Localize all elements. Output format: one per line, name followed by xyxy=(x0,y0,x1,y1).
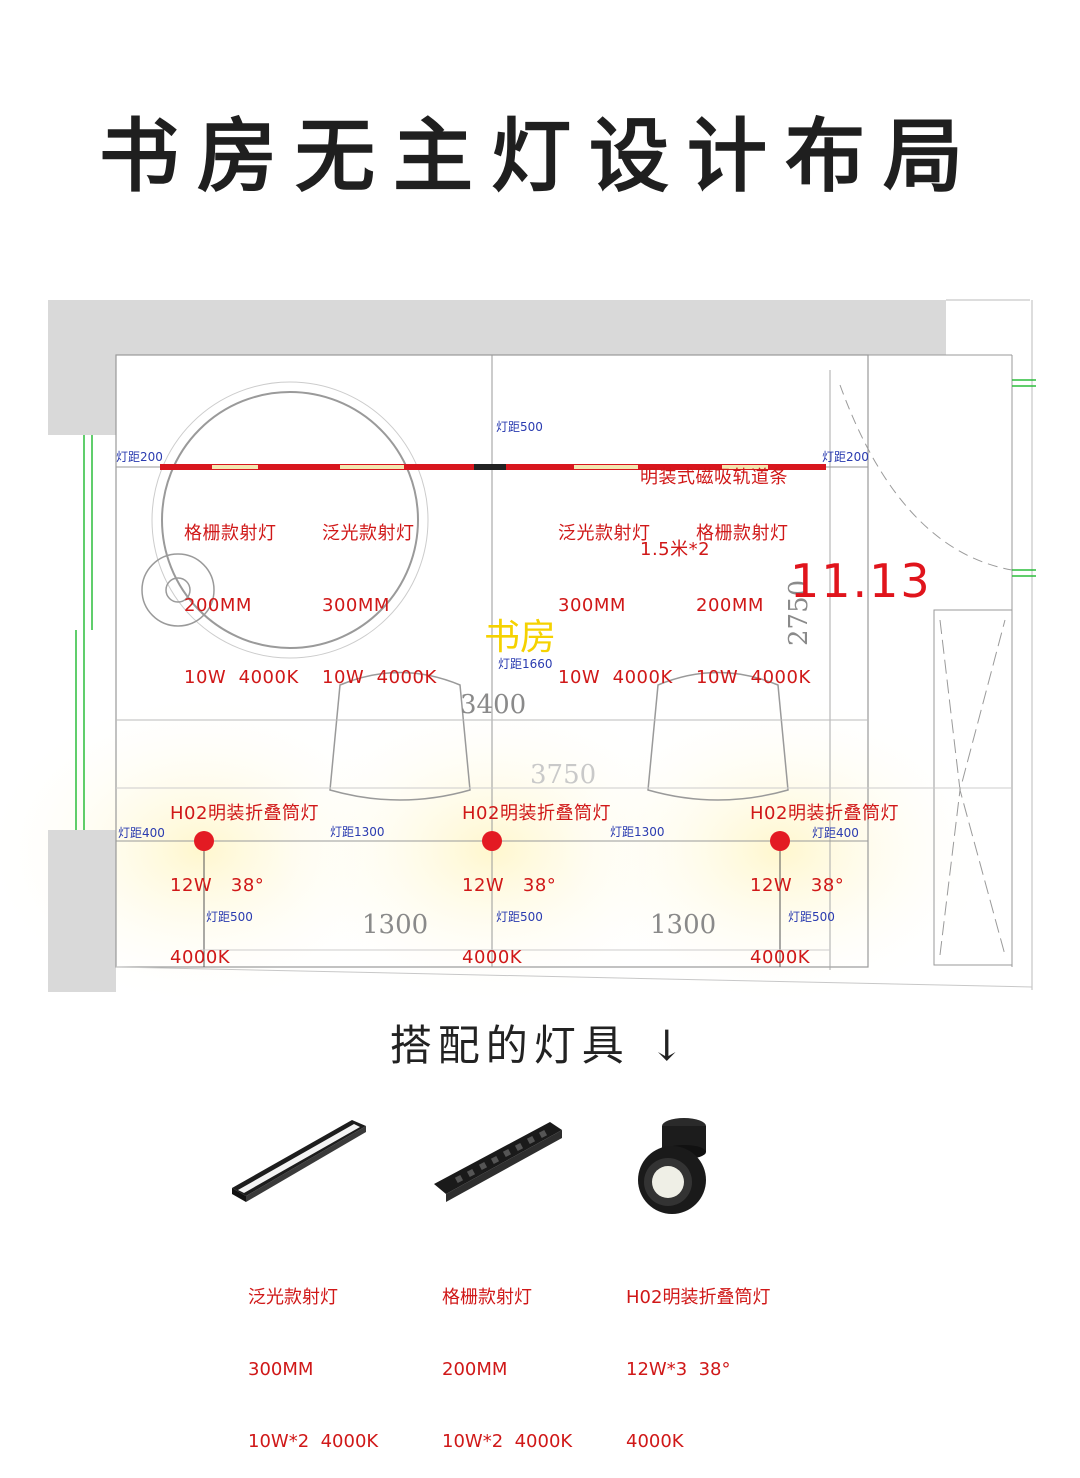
downlight-marker-1 xyxy=(194,831,214,851)
spot-label-line: 300MM xyxy=(558,595,626,616)
spot-label-3: 泛光款射灯 300MM 10W 4000K xyxy=(558,474,673,738)
downlight-label-1: H02明装折叠筒灯 12W 38° 4000K xyxy=(170,754,319,1018)
products-heading: 搭配的灯具 ↓ xyxy=(389,1021,691,1070)
dim-label-bot500b: 灯距500 xyxy=(496,910,543,924)
downlight-label-3: H02明装折叠筒灯 12W 38° 4000K xyxy=(750,754,899,1018)
floor-plan-drawing xyxy=(0,299,1036,1010)
dim-label-right200: 灯距200 xyxy=(822,450,869,464)
chair-left xyxy=(329,671,471,801)
spot-marker-3 xyxy=(574,465,638,469)
track-label-line2: 1.5米*2 xyxy=(640,539,711,560)
dim-label-top500: 灯距500 xyxy=(496,420,543,434)
door-swing xyxy=(839,384,1013,571)
product-2-label: 格栅款射灯 200MM 10W*2 4000K xyxy=(442,1238,572,1478)
product-label-line: 10W*2 4000K xyxy=(248,1431,379,1452)
spot-label-line: 泛光款射灯 xyxy=(558,523,651,544)
product-label-line: H02明装折叠筒灯 xyxy=(626,1287,771,1308)
room-name: 书房 xyxy=(484,617,557,658)
spot-label-line: 300MM xyxy=(322,595,390,616)
magnetic-track-right xyxy=(506,464,826,470)
product-label-line: 200MM xyxy=(442,1359,508,1380)
dim-seg-1300a: 1300 xyxy=(362,910,429,940)
magnetic-track-left xyxy=(160,464,474,470)
spot-label-line: 10W 4000K xyxy=(696,667,811,688)
round-stool xyxy=(141,553,215,627)
spot-label-line: 格栅款射灯 xyxy=(696,523,789,544)
page-title: 书房无主灯设计布局 xyxy=(99,109,981,203)
spot-label-line: 200MM xyxy=(696,595,764,616)
dim-label-left200: 灯距200 xyxy=(116,450,163,464)
dim-label-right400: 灯距400 xyxy=(812,826,859,840)
spot-marker-4 xyxy=(722,465,768,469)
product-flood-spotlight xyxy=(222,1110,422,1220)
spot-label-line: 10W 4000K xyxy=(558,667,673,688)
track-label-line1: 明装式磁吸轨道条 xyxy=(640,467,788,488)
track-connector xyxy=(474,464,506,470)
dim-width-3400: 3400 xyxy=(460,690,527,720)
product-label-line: 10W*2 4000K xyxy=(442,1431,573,1452)
date-stamp: 11.13 xyxy=(790,554,932,608)
top-wall xyxy=(48,300,946,355)
flood-spotlight-icon xyxy=(232,1120,366,1202)
downlight-label-line: 4000K xyxy=(462,947,523,968)
downlight-label-line: H02明装折叠筒灯 xyxy=(462,803,611,824)
folding-downlight-icon xyxy=(638,1118,706,1214)
dim-label-1300b: 灯距1300 xyxy=(610,825,665,839)
product-label-line: 格栅款射灯 xyxy=(442,1287,532,1308)
downlight-marker-2 xyxy=(482,831,502,851)
product-1-label: 泛光款射灯 300MM 10W*2 4000K xyxy=(248,1238,378,1478)
spot-marker-2 xyxy=(340,465,404,469)
dim-label-bot500c: 灯距500 xyxy=(788,910,835,924)
downlight-label-line: H02明装折叠筒灯 xyxy=(170,803,319,824)
spot-label-2: 泛光款射灯 300MM 10W 4000K xyxy=(322,474,437,738)
spot-label-line: 10W 4000K xyxy=(322,667,437,688)
product-folding-downlight xyxy=(622,1110,822,1220)
spot-label-4: 格栅款射灯 200MM 10W 4000K xyxy=(696,474,811,738)
downlight-label-2: H02明装折叠筒灯 12W 38° 4000K xyxy=(462,754,611,1018)
product-label-line: 300MM xyxy=(248,1359,314,1380)
track-label: 明装式磁吸轨道条 1.5米*2 xyxy=(640,418,788,610)
downlight-marker-3 xyxy=(770,831,790,851)
left-wall-lower xyxy=(48,830,116,992)
dim-label-1660: 灯距1660 xyxy=(498,657,553,671)
product-label-line: 4000K xyxy=(626,1431,684,1452)
dim-seg-1300b: 1300 xyxy=(650,910,717,940)
product-grille-spotlight xyxy=(426,1110,626,1220)
downlight-label-line: H02明装折叠筒灯 xyxy=(750,803,899,824)
spot-label-line: 200MM xyxy=(184,595,252,616)
spot-label-line: 泛光款射灯 xyxy=(322,523,415,544)
product-3-label: H02明装折叠筒灯 12W*3 38° 4000K xyxy=(626,1238,770,1478)
spot-marker-1 xyxy=(212,465,258,469)
round-table xyxy=(161,391,419,649)
dim-label-left400: 灯距400 xyxy=(118,826,165,840)
downlight-label-line: 4000K xyxy=(170,947,231,968)
dim-partial: 3750 xyxy=(530,760,597,790)
downlight-label-line: 12W 38° xyxy=(750,875,845,896)
floor-plan: 明装式磁吸轨道条 1.5米*2 格栅款射灯 200MM 10W 4000K 泛光… xyxy=(0,290,1080,1010)
product-label-line: 泛光款射灯 xyxy=(248,1287,338,1308)
chair-right xyxy=(647,671,789,801)
downlight-label-line: 4000K xyxy=(750,947,811,968)
grille-spotlight-icon xyxy=(434,1122,562,1202)
downlight-label-line: 12W 38° xyxy=(170,875,265,896)
product-label-line: 12W*3 38° xyxy=(626,1359,731,1380)
left-wall-upper xyxy=(48,300,116,435)
spot-label-line: 10W 4000K xyxy=(184,667,299,688)
spot-label-line: 格栅款射灯 xyxy=(184,523,277,544)
dim-label-1300a: 灯距1300 xyxy=(330,825,385,839)
spot-label-1: 格栅款射灯 200MM 10W 4000K xyxy=(184,474,299,738)
dim-label-bot500a: 灯距500 xyxy=(206,910,253,924)
downlight-label-line: 12W 38° xyxy=(462,875,557,896)
